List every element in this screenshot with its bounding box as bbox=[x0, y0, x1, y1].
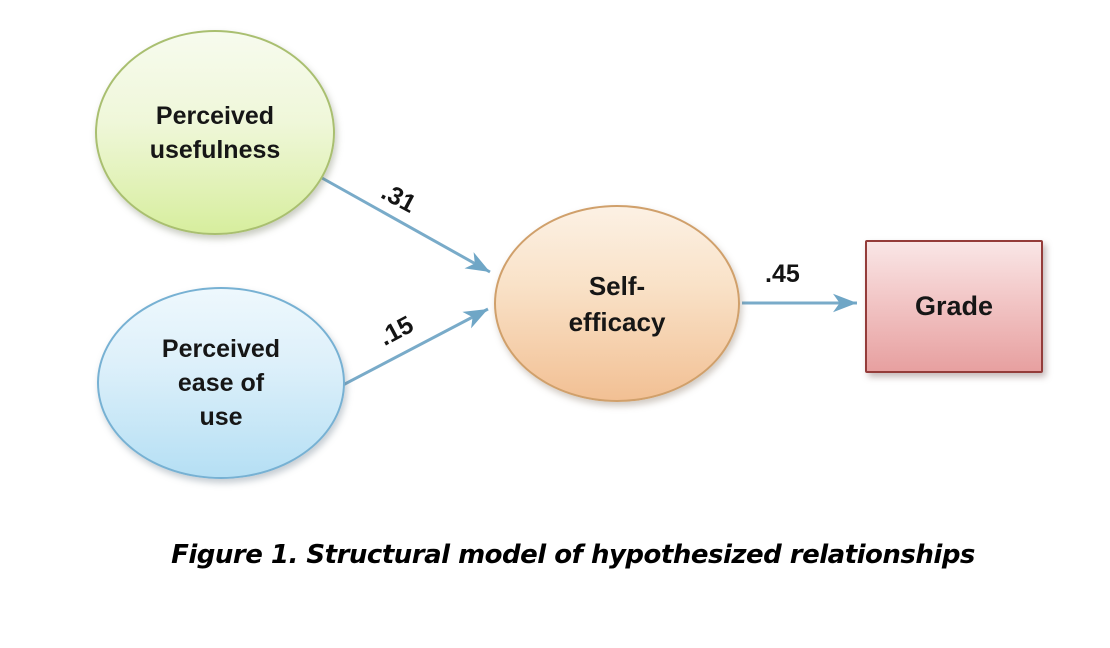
node-label-line: Self- bbox=[588, 270, 646, 301]
node-label-line: usefulness bbox=[149, 135, 281, 164]
node-label-line: Perceived bbox=[161, 335, 281, 363]
node-perceived-usefulness: Perceived usefulness bbox=[95, 30, 335, 235]
node-label-line: Perceived bbox=[155, 101, 275, 130]
node-self-efficacy: Self- efficacy bbox=[494, 205, 740, 402]
node-label-line: Grade bbox=[914, 291, 994, 321]
node-label-line: efficacy bbox=[568, 306, 666, 337]
arrow-usefulness-to-self-efficacy bbox=[321, 176, 491, 274]
node-label-line: use bbox=[199, 403, 243, 431]
figure-caption: Figure 1. Structural model of hypothesiz… bbox=[171, 540, 975, 570]
arrow-ease-of-use-to-self-efficacy bbox=[340, 307, 489, 388]
node-label-line: ease of bbox=[177, 369, 265, 397]
node-perceived-ease-of-use: Perceived ease of use bbox=[97, 287, 345, 479]
path-coefficient-grade: .45 bbox=[765, 260, 800, 288]
node-grade: Grade bbox=[865, 240, 1043, 373]
